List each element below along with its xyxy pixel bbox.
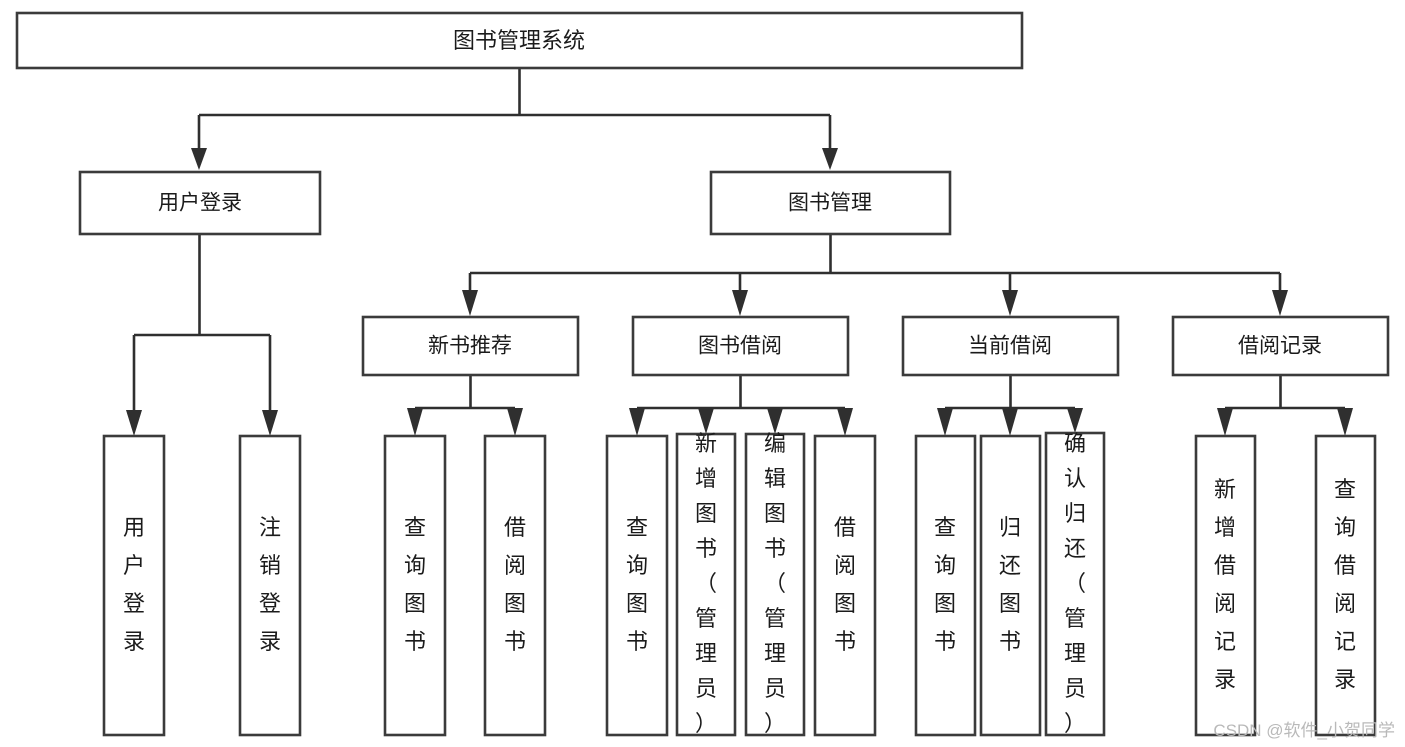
leaf-borrow-query-book[interactable]: 查询图书 — [605, 434, 669, 737]
arrow-bookmgmt-to-book-borrow — [732, 290, 748, 316]
node-current-borrow-box[interactable] — [901, 315, 1120, 377]
leaf-record-add-box[interactable] — [1194, 434, 1257, 737]
leaf-logout-label: 注销登录 — [259, 515, 281, 654]
arrow-root-to-book-mgmt — [822, 148, 838, 170]
node-borrow-record[interactable]: 借阅记录 — [1171, 315, 1390, 377]
leaf-current-query-book-box[interactable] — [914, 434, 977, 737]
arrow-bookmgmt-to-new-book — [462, 290, 478, 316]
leaf-newbook-borrow-book[interactable]: 借阅图书 — [483, 434, 547, 737]
arrow-currentborrow-leaf-3 — [1067, 408, 1083, 433]
arrow-bookmgmt-to-borrow-record — [1272, 290, 1288, 316]
leaf-current-return-book[interactable]: 归还图书 — [979, 434, 1042, 737]
leaf-borrow-borrow-book-box[interactable] — [813, 434, 877, 737]
leaf-borrow-borrow-book-label: 借阅图书 — [834, 515, 856, 654]
node-new-book-recommend-label: 新书推荐 — [428, 335, 512, 358]
leaf-current-confirm-return-box[interactable] — [1044, 431, 1106, 737]
node-new-book-recommend-box[interactable] — [361, 315, 580, 377]
leaf-current-query-book-label: 查询图书 — [934, 515, 956, 654]
node-root[interactable]: 图书管理系统 — [15, 11, 1024, 70]
arrow-newbook-leaf-2 — [507, 408, 523, 436]
arrow-userlogin-leaf-2 — [262, 410, 278, 436]
leaf-current-return-book-box[interactable] — [979, 434, 1042, 737]
node-book-management-label: 图书管理 — [788, 192, 872, 215]
leaf-record-add[interactable]: 新增借阅记录 — [1194, 434, 1257, 737]
node-book-management-box[interactable] — [709, 170, 952, 236]
leaf-borrow-add-book-box[interactable] — [675, 432, 737, 737]
leaf-record-query[interactable]: 查询借阅记录 — [1314, 434, 1377, 737]
arrow-borrowrecord-leaf-1 — [1217, 408, 1233, 436]
leaf-borrow-borrow-book[interactable]: 借阅图书 — [813, 434, 877, 737]
node-current-borrow-label: 当前借阅 — [968, 335, 1052, 358]
arrow-bookborrow-leaf-4 — [837, 408, 853, 436]
node-user-login[interactable]: 用户登录 — [78, 170, 322, 236]
arrow-bookmgmt-to-current-borrow — [1002, 290, 1018, 316]
leaf-logout[interactable]: 注销登录 — [238, 434, 302, 737]
edge-layer — [126, 68, 1353, 436]
leaf-borrow-query-book-label: 查询图书 — [626, 515, 648, 654]
node-user-login-box[interactable] — [78, 170, 322, 236]
node-borrow-record-label: 借阅记录 — [1238, 335, 1322, 358]
leaf-borrow-add-book-label: 新增图书（管理员） — [695, 431, 717, 736]
arrow-currentborrow-leaf-1 — [937, 408, 953, 436]
leaf-borrow-edit-book-box[interactable] — [744, 432, 806, 737]
leaf-record-query-box[interactable] — [1314, 434, 1377, 737]
leaf-borrow-edit-book[interactable]: 编辑图书（管理员） — [744, 431, 806, 737]
leaf-borrow-add-book[interactable]: 新增图书（管理员） — [675, 431, 737, 737]
arrow-userlogin-leaf-1 — [126, 410, 142, 436]
arrow-bookborrow-leaf-3 — [767, 408, 783, 434]
arrow-borrowrecord-leaf-2 — [1337, 408, 1353, 436]
node-borrow-record-box[interactable] — [1171, 315, 1390, 377]
node-user-login-label: 用户登录 — [158, 192, 242, 215]
arrow-bookborrow-leaf-2 — [698, 408, 714, 434]
leaf-current-confirm-return[interactable]: 确认归还（管理员） — [1044, 431, 1106, 737]
leaf-newbook-query-book-label: 查询图书 — [404, 515, 426, 654]
leaf-current-confirm-return-label: 确认归还（管理员） — [1064, 431, 1086, 736]
arrow-currentborrow-leaf-2 — [1002, 408, 1018, 436]
leaf-user-login-label: 用户登录 — [123, 515, 145, 654]
leaf-newbook-borrow-book-box[interactable] — [483, 434, 547, 737]
leaf-logout-box[interactable] — [238, 434, 302, 737]
arrow-newbook-leaf-1 — [407, 408, 423, 436]
node-current-borrow[interactable]: 当前借阅 — [901, 315, 1120, 377]
leaf-current-return-book-label: 归还图书 — [999, 515, 1021, 654]
node-book-management[interactable]: 图书管理 — [709, 170, 952, 236]
arrow-bookborrow-leaf-1 — [629, 408, 645, 436]
leaf-layer: 用户登录 注销登录 查询图书 借阅图书 查询图书 新增图书 — [102, 431, 1377, 737]
leaf-borrow-edit-book-label: 编辑图书（管理员） — [764, 431, 786, 736]
leaf-newbook-borrow-book-label: 借阅图书 — [504, 515, 526, 654]
leaf-current-query-book[interactable]: 查询图书 — [914, 434, 977, 737]
node-root-label: 图书管理系统 — [453, 28, 585, 53]
leaf-newbook-query-book-box[interactable] — [383, 434, 447, 737]
arrow-root-to-user-login — [191, 148, 207, 170]
leaf-record-query-label: 查询借阅记录 — [1334, 477, 1356, 692]
leaf-newbook-query-book[interactable]: 查询图书 — [383, 434, 447, 737]
leaf-borrow-query-book-box[interactable] — [605, 434, 669, 737]
leaf-record-add-label: 新增借阅记录 — [1214, 477, 1236, 692]
node-book-borrow-label: 图书借阅 — [698, 335, 782, 358]
node-new-book-recommend[interactable]: 新书推荐 — [361, 315, 580, 377]
node-book-borrow[interactable]: 图书借阅 — [631, 315, 850, 377]
node-root-box[interactable] — [15, 11, 1024, 70]
leaf-user-login-box[interactable] — [102, 434, 166, 737]
leaf-user-login[interactable]: 用户登录 — [102, 434, 166, 737]
node-book-borrow-box[interactable] — [631, 315, 850, 377]
